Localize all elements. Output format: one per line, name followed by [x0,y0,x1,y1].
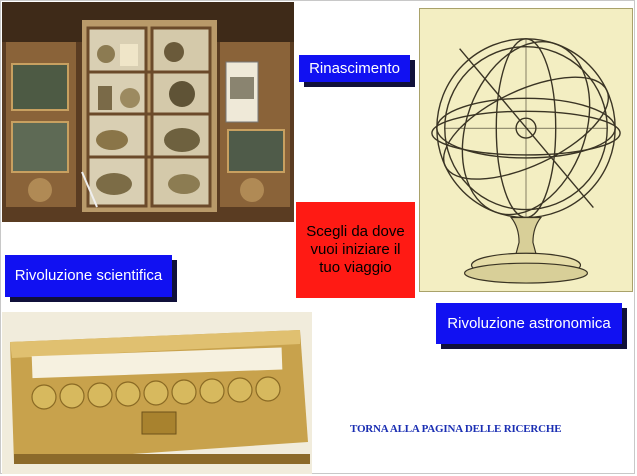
rivoluzione-astronomica-button[interactable]: Rivoluzione astronomica [436,303,622,344]
cabinet-of-curiosities-image [2,2,294,222]
pascaline-calculator-image [2,312,312,474]
armillary-sphere-image [419,8,633,292]
rinascimento-button-label: Rinascimento [309,59,400,77]
rivoluzione-scientifica-button-label: Rivoluzione scientifica [14,267,163,284]
center-prompt-text: Scegli da dove vuoi iniziare il tuo viag… [306,223,405,276]
rivoluzione-scientifica-button[interactable]: Rivoluzione scientifica [5,255,172,297]
center-prompt-box: Scegli da dove vuoi iniziare il tuo viag… [296,202,415,298]
back-to-research-link[interactable]: TORNA ALLA PAGINA DELLE RICERCHE [350,423,562,435]
rinascimento-button[interactable]: Rinascimento [299,55,410,82]
rivoluzione-astronomica-button-label: Rivoluzione astronomica [447,314,611,332]
